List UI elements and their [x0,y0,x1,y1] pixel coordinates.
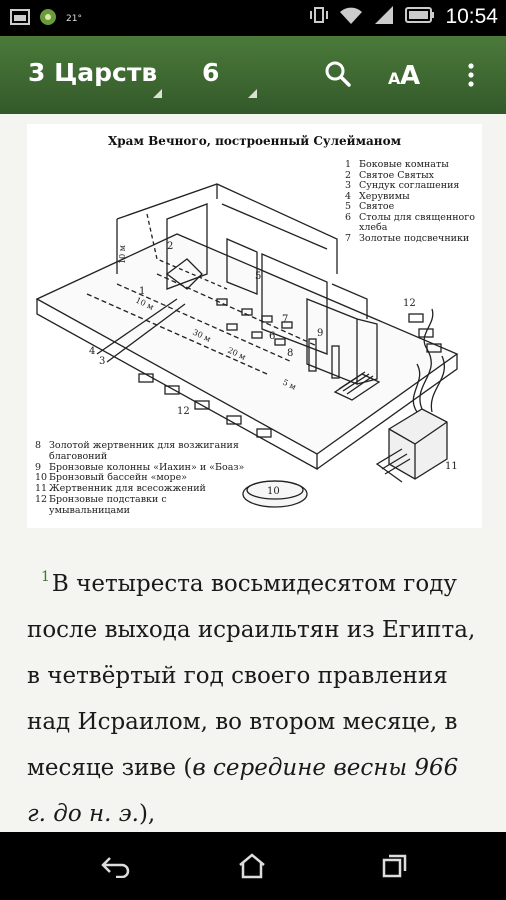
book-selector[interactable]: 3 Царств [28,58,158,87]
callout-3: 3 [99,356,105,367]
verse-number: 1 [41,569,50,585]
temple-illustration: Храм Вечного, построенный Сулейманом [27,124,482,528]
callout-4: 4 [89,346,95,357]
dim-10m-a: 10 м [118,245,127,264]
figure-title: Храм Вечного, построенный Сулейманом [107,134,401,148]
system-nav-bar [0,832,506,900]
book-dropdown-indicator [153,89,162,98]
location-icon [38,7,58,31]
verse-italic-note: в середине весны 966 г. до н. э. [27,755,459,827]
reader-content[interactable]: Храм Вечного, построенный Сулейманом [0,114,506,832]
verse-1[interactable]: 1В четыреста восьмидесятом году после вы… [27,554,482,837]
callout-8: 8 [287,348,293,359]
font-size-icon[interactable]: A A [386,56,426,92]
font-size-large-a: A [400,61,420,88]
callout-12-b: 12 [177,406,190,417]
callout-7: 7 [282,314,288,325]
callout-5: 5 [255,271,261,282]
overflow-menu-icon[interactable] [466,62,476,92]
callout-6: 6 [269,331,275,342]
image-icon [10,8,30,30]
verse-tail: ), [138,801,156,827]
home-icon[interactable] [236,852,268,884]
font-size-small-a: A [388,69,401,88]
status-bar: 21° 10:54 [0,0,506,36]
search-icon[interactable] [324,60,352,92]
clock: 10:54 [445,5,498,28]
wifi-icon [339,5,363,29]
recents-icon[interactable] [382,854,408,882]
temple-drawing: 2 5 1 4 3 7 6 8 9 12 12 10 11 10 м 10 м … [35,183,459,508]
verse-text: В четыреста восьмидесятом году после вых… [27,571,476,781]
callout-11: 11 [445,461,458,472]
callout-2: 2 [167,241,173,252]
callout-10: 10 [267,486,280,497]
back-icon[interactable] [100,854,132,882]
callout-12-a: 12 [403,298,416,309]
app-toolbar: 3 Царств 6 A A [0,36,506,114]
signal-icon [373,5,395,29]
vibrate-icon [309,5,329,29]
chapter-selector[interactable]: 6 [202,58,220,87]
callout-9: 9 [317,328,323,339]
battery-icon [405,5,435,29]
chapter-dropdown-indicator [248,89,257,98]
temperature-label: 21° [66,14,82,24]
callout-1: 1 [139,286,145,297]
